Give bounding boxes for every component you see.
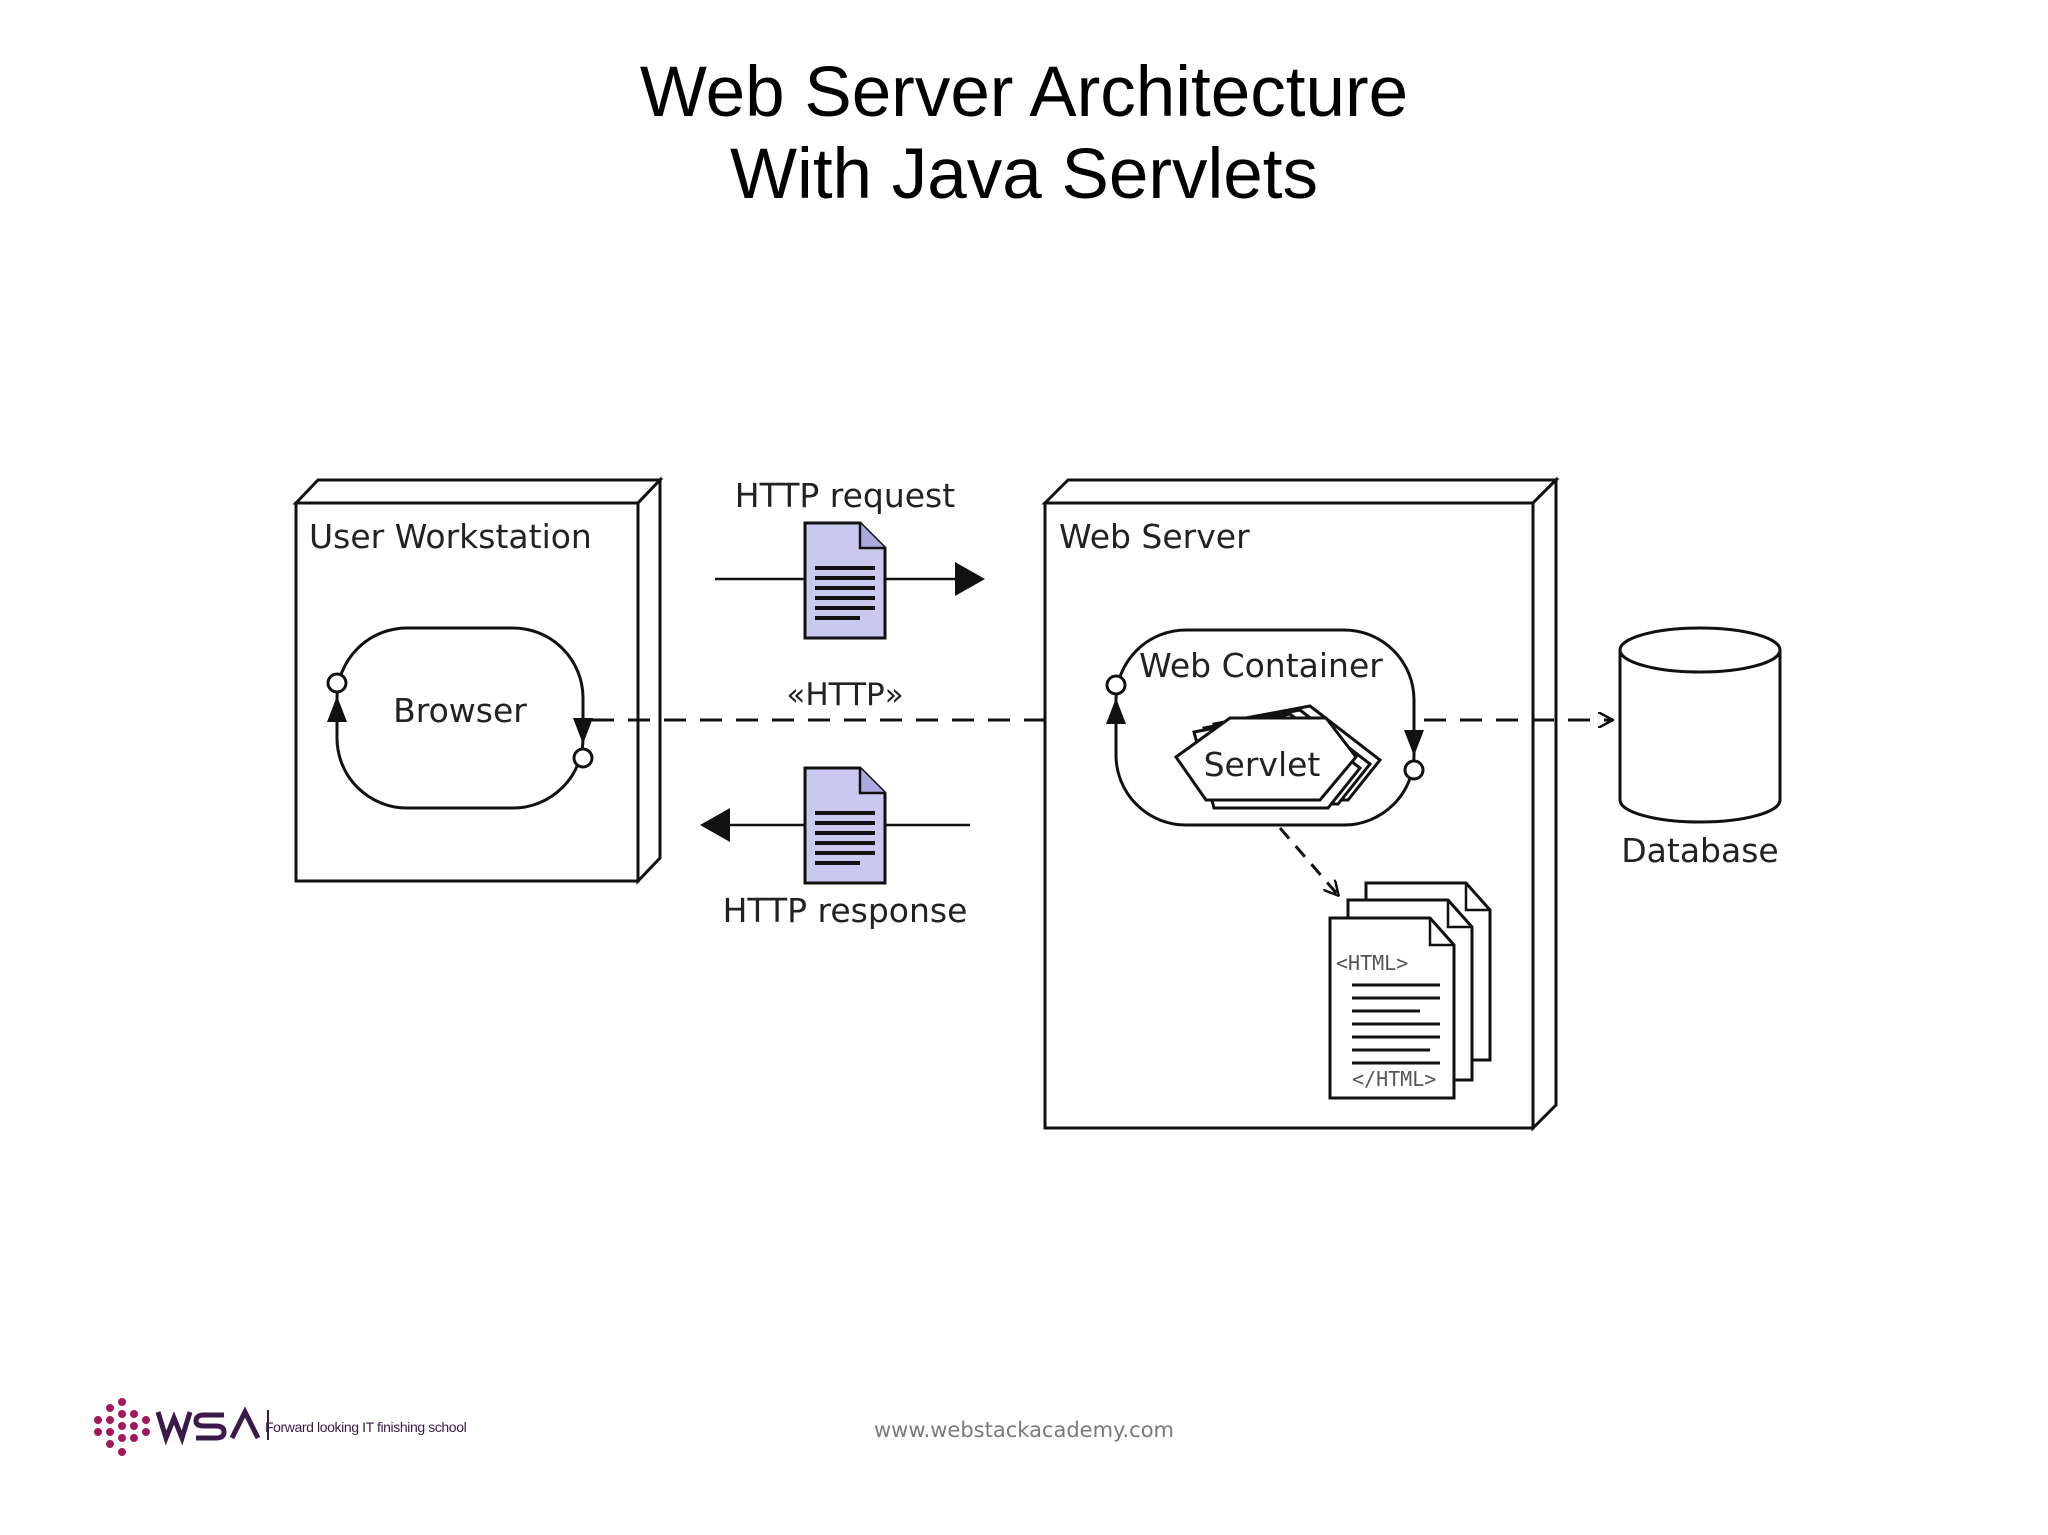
user-workstation-label: User Workstation	[309, 517, 592, 556]
http-response-label: HTTP response	[723, 891, 968, 930]
http-response-flow: HTTP response	[700, 766, 970, 930]
logo-dot-grid	[94, 1398, 150, 1456]
database-icon: Database	[1618, 626, 1782, 870]
http-connection: «HTTP»	[592, 677, 1092, 720]
browser-component: Browser	[326, 626, 594, 810]
web-server-label: Web Server	[1059, 517, 1250, 556]
browser-arrow-down	[573, 718, 593, 744]
logo-wsa-letters	[155, 1406, 261, 1446]
html-close-tag: </HTML>	[1352, 1067, 1436, 1091]
logo-tagline: Forward looking IT finishing school	[265, 1419, 467, 1435]
browser-label: Browser	[393, 691, 527, 730]
http-protocol-label: «HTTP»	[786, 677, 903, 713]
html-pages-stack: <HTML> </HTML>	[1328, 881, 1492, 1100]
container-port-left	[1105, 674, 1127, 696]
browser-arrow-up	[327, 696, 347, 722]
http-request-label: HTTP request	[735, 476, 955, 515]
html-open-tag: <HTML>	[1336, 951, 1408, 975]
browser-port-right	[572, 747, 594, 769]
web-container-label: Web Container	[1139, 646, 1383, 685]
servlet-generates-arrow	[1278, 827, 1338, 895]
browser-port-left	[326, 672, 348, 694]
servlet-component: Servlet	[1173, 704, 1383, 810]
title-line-1: Web Server Architecture	[639, 53, 1409, 132]
slide-title: Web Server Architecture With Java Servle…	[0, 52, 2048, 216]
request-arrow-head	[955, 562, 985, 596]
title-line-2: With Java Servlets	[730, 135, 1318, 214]
servlet-label: Servlet	[1204, 745, 1321, 784]
footer-url[interactable]: www.webstackacademy.com	[873, 1418, 1175, 1442]
database-label: Database	[1621, 831, 1778, 870]
response-document-icon	[803, 766, 887, 885]
container-arrow-up	[1106, 698, 1126, 724]
http-request-flow: HTTP request	[715, 476, 985, 640]
response-arrow-head	[700, 808, 730, 842]
request-document-icon	[803, 521, 887, 640]
container-port-right	[1403, 759, 1425, 781]
wsa-logo	[94, 1398, 269, 1456]
container-arrow-down	[1404, 730, 1424, 756]
